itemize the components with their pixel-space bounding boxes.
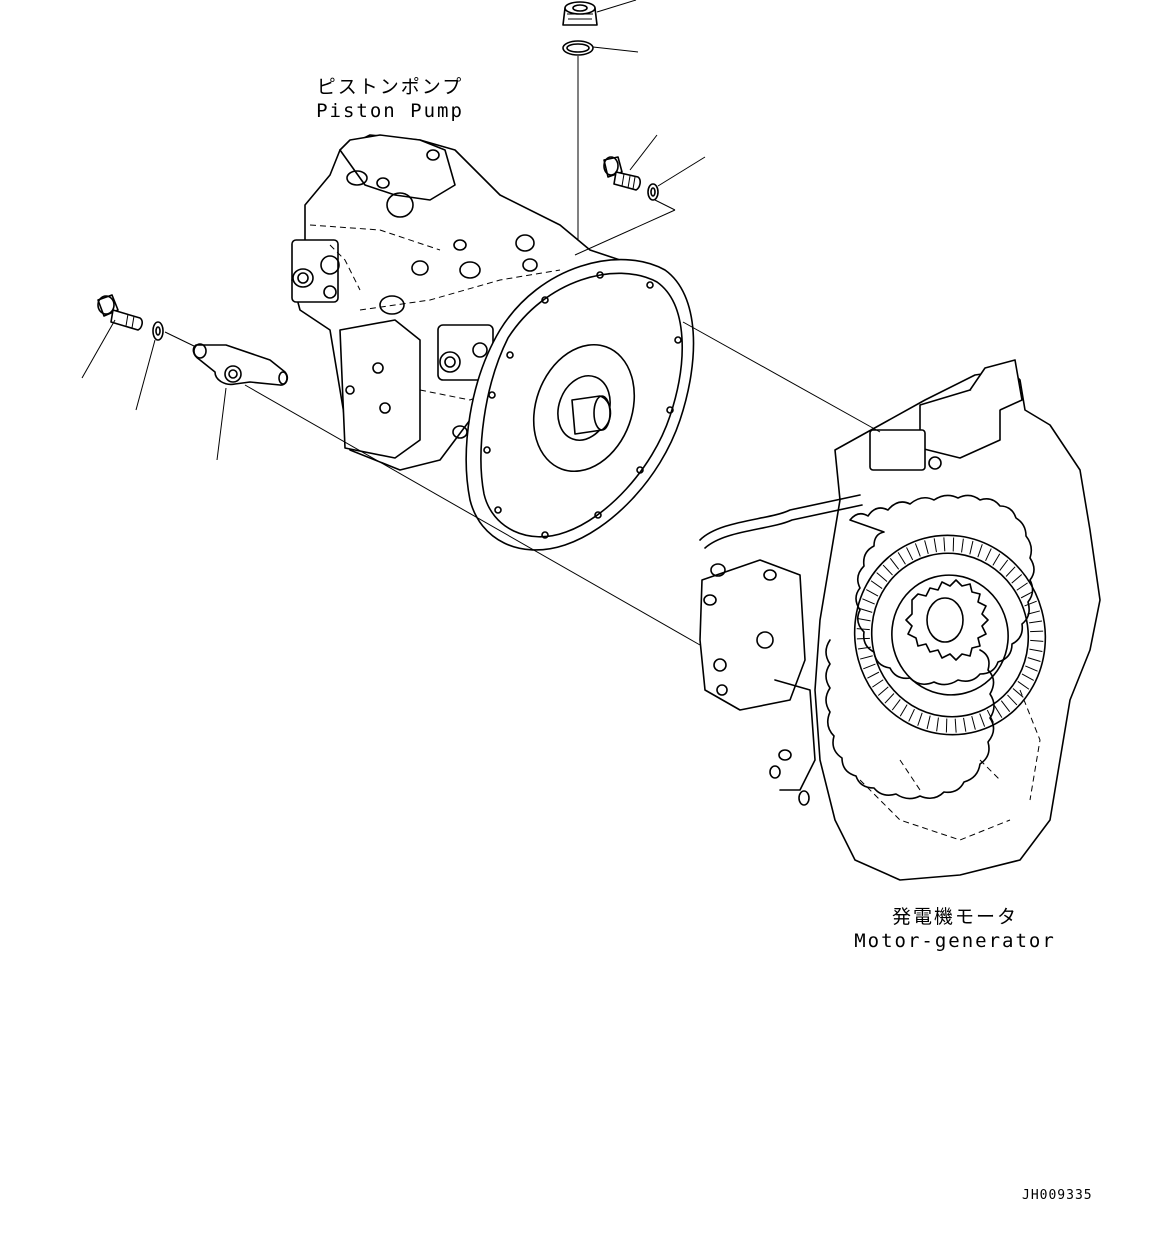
stator-tooth <box>870 580 883 589</box>
motor-generator-assembly <box>699 359 1101 881</box>
stator-tooth <box>1020 591 1033 599</box>
stator-tooth <box>867 671 880 679</box>
stator-tooth <box>994 705 1003 718</box>
stator-tooth <box>1027 610 1040 615</box>
piston-pump-label-en: Piston Pump <box>316 100 464 122</box>
stator-tooth <box>1000 700 1011 712</box>
stator-tooth <box>1007 694 1018 706</box>
stator-tooth <box>866 589 879 597</box>
stator-tooth <box>899 704 908 717</box>
stator-tooth <box>876 572 888 582</box>
stator-tooth <box>908 708 915 722</box>
stator-tooth <box>1016 582 1028 591</box>
stator-tooth <box>1029 648 1043 653</box>
stator-tooth <box>1029 620 1043 624</box>
plug-part <box>562 0 637 26</box>
piston-pump-label-jp: ピストンポンプ <box>316 76 464 98</box>
stator-tooth <box>863 663 876 670</box>
stator-tooth <box>1011 574 1023 584</box>
stator-tooth <box>969 540 974 555</box>
stator-tooth <box>877 686 889 696</box>
upper-washer-part <box>647 156 706 201</box>
assembly-leader-lines <box>244 321 881 646</box>
upper-bolt-leader <box>654 199 676 211</box>
stator-tooth <box>963 717 967 732</box>
motor-generator-label-jp: 発電機モータ <box>891 906 1018 928</box>
sensor-leader-a <box>164 331 197 348</box>
stator-tooth <box>859 608 873 613</box>
stator-tooth <box>856 628 870 631</box>
stator-tooth <box>1030 639 1044 642</box>
stator-tooth <box>1027 657 1041 662</box>
stator-tooth <box>999 559 1009 571</box>
sensor-part <box>192 343 288 461</box>
upper-bolt-part <box>603 134 658 191</box>
stator-tooth <box>924 540 929 554</box>
stator-tooth <box>914 543 921 557</box>
stator-tooth <box>954 718 957 733</box>
stator-tooth <box>882 564 893 576</box>
drawing-code: JH009335 <box>1022 1188 1093 1203</box>
stator-tooth <box>897 552 906 565</box>
stator-tooth <box>860 655 873 660</box>
stator-tooth <box>884 693 895 704</box>
stator-tooth <box>906 547 914 561</box>
left-washer-part <box>135 321 164 411</box>
stator-tooth <box>889 558 900 570</box>
o-ring-part <box>562 40 639 56</box>
stator-tooth <box>979 713 986 727</box>
stator-tooth <box>977 544 983 558</box>
stator-tooth <box>862 598 875 605</box>
piston-pump-label: ピストンポンプ Piston Pump <box>300 75 480 123</box>
stator-tooth <box>1021 673 1034 681</box>
stator-tooth <box>971 716 976 730</box>
stator-tooth <box>1025 665 1038 672</box>
stator-tooth <box>872 679 884 688</box>
stator-tooth <box>936 717 939 732</box>
piston-pump-assembly <box>291 134 695 551</box>
stator-teeth <box>856 537 1044 733</box>
stator-tooth <box>1012 688 1024 698</box>
stator-tooth <box>986 709 994 723</box>
motor-generator-label-en: Motor-generator <box>854 930 1056 952</box>
flange-bolt-holes <box>483 271 682 539</box>
left-bolt-part <box>81 294 143 379</box>
stator-tooth <box>992 553 1001 566</box>
stator-tooth <box>857 617 871 622</box>
stator-tooth <box>961 538 964 553</box>
motor-generator-label: 発電機モータ Motor-generator <box>850 905 1060 953</box>
stator-tooth <box>926 715 931 730</box>
stator-tooth <box>1005 566 1016 577</box>
stator-tooth <box>917 712 923 726</box>
stator-tooth <box>891 699 901 711</box>
stator-tooth <box>857 646 871 650</box>
upper-bolt-leader-2 <box>574 209 676 256</box>
stator-tooth <box>1017 681 1030 690</box>
stator-tooth <box>933 538 937 553</box>
stator-tooth <box>985 548 992 562</box>
stator-tooth <box>943 537 946 552</box>
stator-tooth <box>1024 600 1037 607</box>
